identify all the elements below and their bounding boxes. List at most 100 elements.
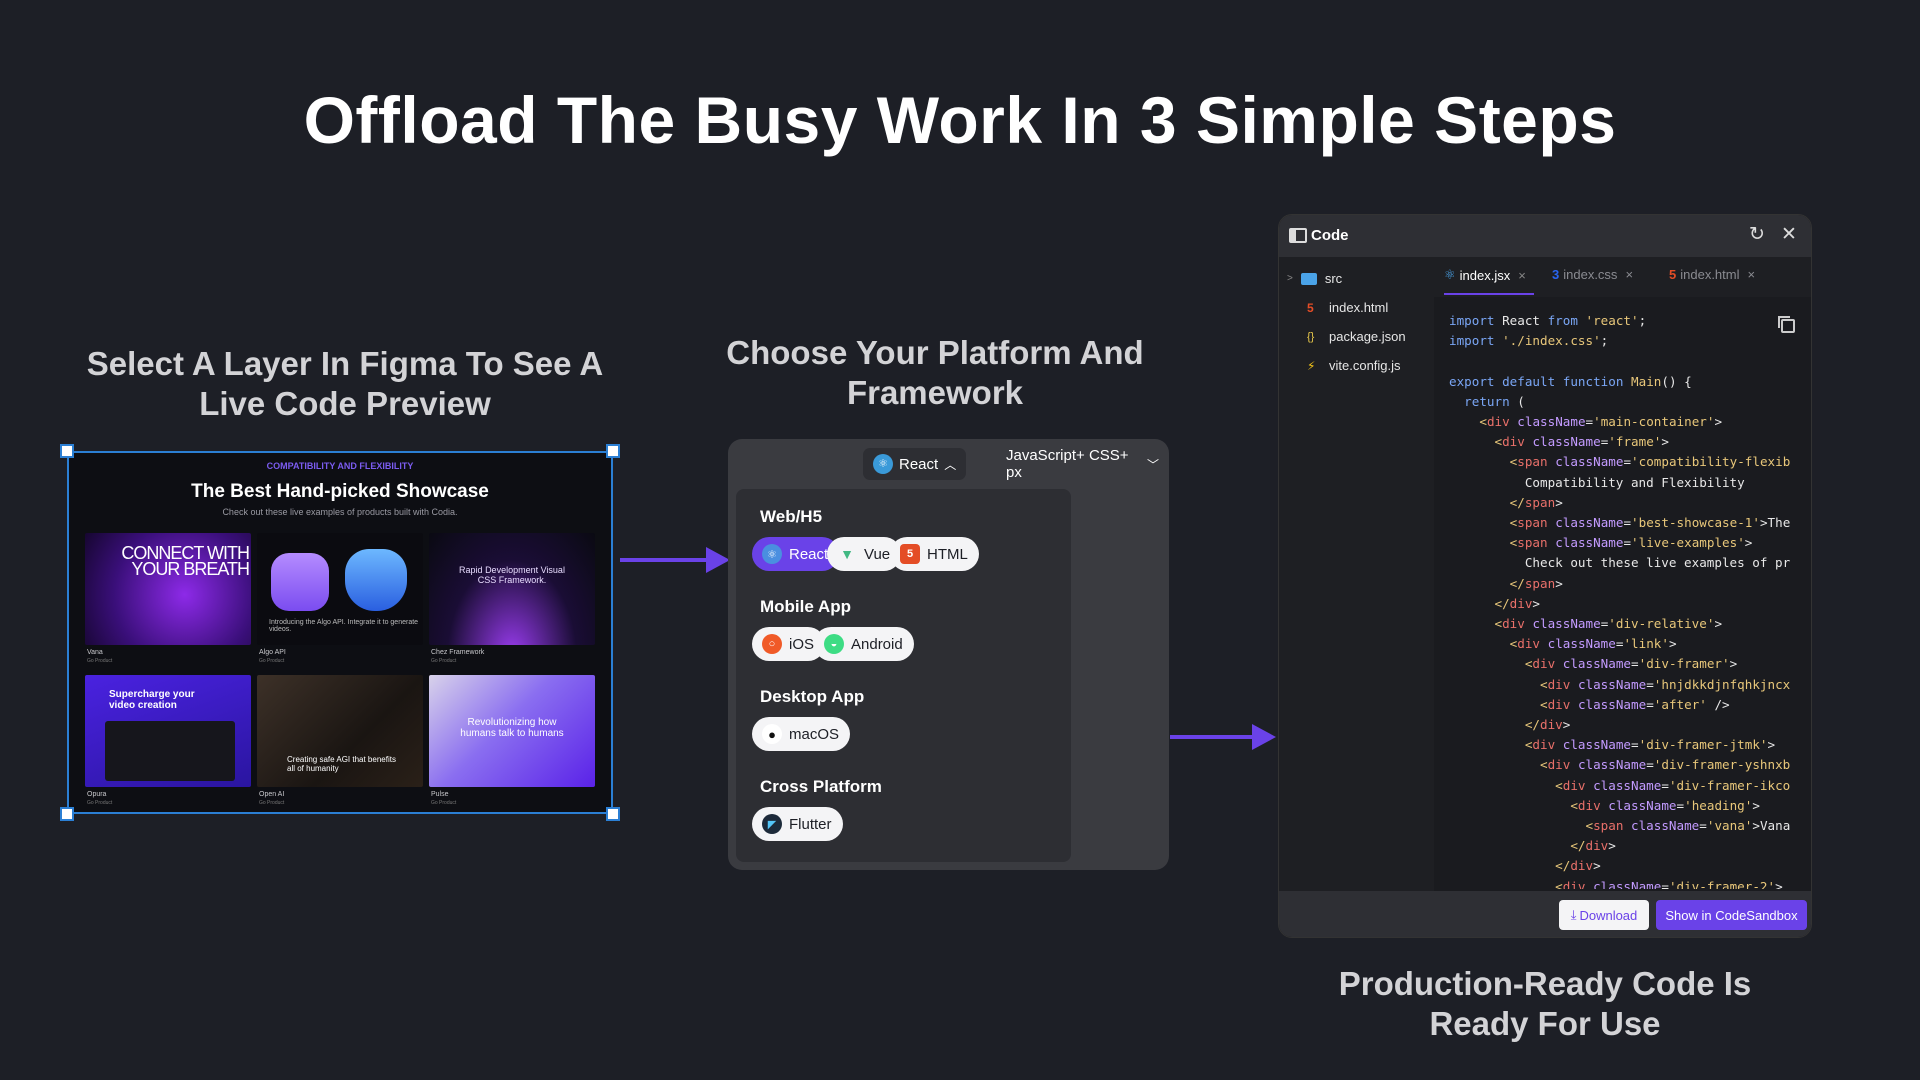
card-sub: Go Product [259, 800, 285, 806]
ios-icon: ○ [762, 634, 782, 654]
code-line: </div> [1555, 858, 1601, 874]
showcase-card[interactable]: Creating safe AGI that benefits all of h… [257, 675, 423, 787]
option-label: Android [851, 635, 903, 653]
file-tree: > src 5 index.html {} package.json ⚡ vit… [1279, 257, 1434, 891]
code-line: <span className='vana'>Vana [1585, 818, 1791, 834]
showcase-card[interactable]: Supercharge your video creation [85, 675, 251, 787]
code-line: <div className='div-framer-2'> [1555, 878, 1783, 889]
tree-item-vite-config[interactable]: ⚡ vite.config.js [1307, 358, 1401, 373]
card-sub: Go Product [87, 800, 113, 806]
tree-item-src[interactable]: > src [1287, 271, 1342, 286]
option-android[interactable]: ◒ Android [814, 627, 914, 661]
code-line: Compatibility and Flexibility [1449, 474, 1745, 490]
preview-subtitle: Check out these live examples of product… [222, 507, 458, 517]
resize-handle[interactable] [606, 807, 620, 821]
tab-index-css[interactable]: 3 index.css × [1552, 267, 1633, 282]
code-line: import './index.css'; [1449, 333, 1609, 349]
code-line: export default function Main() { [1449, 373, 1692, 389]
code-line: <div className='div-framer-jtmk'> [1524, 737, 1776, 753]
blob-shape [345, 549, 407, 611]
arrow-line [620, 558, 710, 562]
code-editor[interactable]: import React from 'react'; import './inde… [1449, 311, 1811, 889]
tree-item-package-json[interactable]: {} package.json [1307, 329, 1406, 344]
close-tab-icon[interactable]: × [1625, 267, 1634, 282]
codesandbox-button[interactable]: Show in CodeSandbox [1656, 900, 1807, 930]
card-headline: Creating safe AGI that benefits all of h… [287, 755, 396, 773]
apple-icon: ● [762, 724, 782, 744]
card-sub: Go Product [259, 658, 285, 664]
option-ios[interactable]: ○ iOS [752, 627, 826, 661]
framework-select-value: React [899, 455, 939, 473]
close-tab-icon[interactable]: × [1518, 267, 1526, 283]
tab-label: index.html [1680, 267, 1740, 282]
framework-select[interactable]: ⚛ React ︿ [863, 448, 967, 480]
showcase-card[interactable]: Rapid Development Visual CSS Framework. [429, 533, 595, 645]
refresh-icon[interactable]: ↻ [1749, 224, 1765, 245]
active-tab-indicator [1444, 293, 1534, 295]
code-line: <div className='main-container'> [1479, 414, 1723, 430]
html5-icon: 5 [900, 544, 920, 564]
showcase-card[interactable]: Introducing the Algo API. Integrate it t… [257, 533, 423, 645]
file-tabs: ⚛ index.jsx × 3 index.css × 5 index.html… [1434, 257, 1811, 297]
resize-handle[interactable] [60, 807, 74, 821]
chevron-right-icon: > [1287, 273, 1293, 284]
code-line: <div className='div-framer-yshnxb [1540, 757, 1791, 773]
option-vue[interactable]: ▼ Vue [827, 537, 902, 571]
code-line: <div className='frame'> [1494, 434, 1669, 450]
code-line: </div> [1570, 838, 1616, 854]
card-caption: Algo API [259, 649, 286, 656]
code-line: <div className='div-relative'> [1494, 616, 1723, 632]
react-icon: ⚛ [762, 544, 782, 564]
code-line: </span> [1509, 494, 1563, 510]
tab-index-jsx[interactable]: ⚛ index.jsx × [1444, 267, 1526, 283]
code-line: <div className='hnjdkkdjnfqhkjncx [1540, 676, 1791, 692]
preview-title: The Best Hand-picked Showcase [191, 481, 489, 502]
language-select-value: JavaScript+ CSS+ px [1006, 447, 1129, 481]
card-caption: Pulse [431, 791, 449, 798]
code-line: return ( [1464, 393, 1525, 409]
html5-icon: 5 [1307, 300, 1314, 315]
chevron-up-icon: ︿ [944, 457, 957, 472]
card-headline: Supercharge your video creation [109, 689, 195, 711]
card-caption: Opura [87, 791, 107, 798]
code-line: Check out these live examples of pr [1449, 555, 1791, 571]
code-line: <span className='best-showcase-1'>The [1509, 515, 1791, 531]
option-macos[interactable]: ● macOS [752, 717, 851, 751]
tab-label: index.css [1563, 267, 1618, 282]
option-react[interactable]: ⚛ React [752, 537, 840, 571]
tab-index-html[interactable]: 5 index.html × [1669, 267, 1755, 282]
resize-handle[interactable] [606, 444, 620, 458]
css3-icon: 3 [1552, 267, 1560, 282]
code-window-title: Code [1311, 227, 1349, 244]
tree-item-label: src [1324, 271, 1343, 286]
code-window: Code ↻ ✕ > src 5 index.html {} package.j… [1278, 214, 1812, 938]
code-window-header: Code ↻ ✕ [1279, 215, 1811, 257]
step1-caption: Select A Layer In Figma To See A Live Co… [86, 345, 604, 422]
tree-item-index-html[interactable]: 5 index.html [1307, 300, 1388, 315]
react-icon: ⚛ [873, 454, 893, 474]
option-flutter[interactable]: ◤ Flutter [752, 807, 843, 841]
option-label: Flutter [789, 815, 832, 833]
option-label: Vue [864, 545, 891, 563]
showcase-card[interactable]: CONNECT WITH YOUR BREATH [85, 533, 251, 645]
card-headline: CONNECT WITH YOUR BREATH [121, 543, 250, 579]
download-label: Download [1579, 907, 1638, 923]
blob-shape [271, 553, 329, 611]
option-label: HTML [927, 545, 968, 563]
close-icon[interactable]: ✕ [1781, 224, 1797, 245]
figma-selected-layer[interactable]: COMPATIBILITY AND FLEXIBILITY The Best H… [67, 451, 613, 814]
code-line: </span> [1509, 575, 1563, 591]
showcase-card[interactable]: Revolutionizing how humans talk to human… [429, 675, 595, 787]
chevron-down-icon: ﹀ [1146, 457, 1159, 472]
language-select[interactable]: JavaScript+ CSS+ px ﹀ [996, 447, 1169, 481]
option-label: iOS [789, 635, 815, 653]
close-tab-icon[interactable]: × [1747, 267, 1756, 282]
code-line: import React from 'react'; [1449, 313, 1647, 328]
option-html[interactable]: 5 HTML [890, 537, 979, 571]
download-button[interactable]: ⤓ Download [1559, 900, 1649, 930]
resize-handle[interactable] [60, 444, 74, 458]
section-heading: Mobile App [760, 597, 851, 616]
sidebar-toggle-icon[interactable] [1289, 228, 1307, 243]
arrow-head-icon [1252, 724, 1276, 750]
copy-icon[interactable] [1778, 316, 1795, 333]
